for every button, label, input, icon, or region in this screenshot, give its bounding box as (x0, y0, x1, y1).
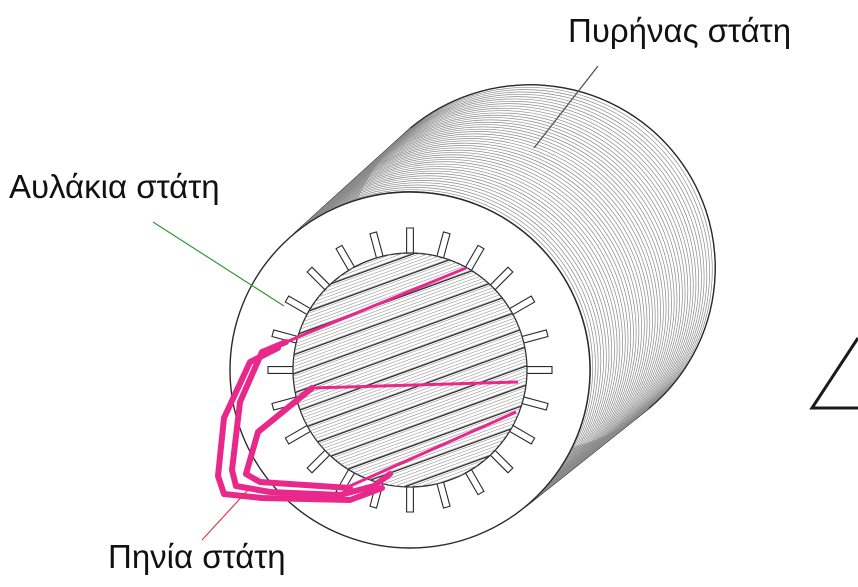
label-stator-coil: Πηνία στάτη (108, 540, 286, 573)
label-stator-core: Πυρήνας στάτη (568, 14, 791, 47)
triangle-fragment (812, 338, 858, 408)
label-stator-slots: Αυλάκια στάτη (9, 170, 220, 203)
leader-line-coil (202, 490, 248, 540)
leader-line-slots (153, 222, 284, 306)
